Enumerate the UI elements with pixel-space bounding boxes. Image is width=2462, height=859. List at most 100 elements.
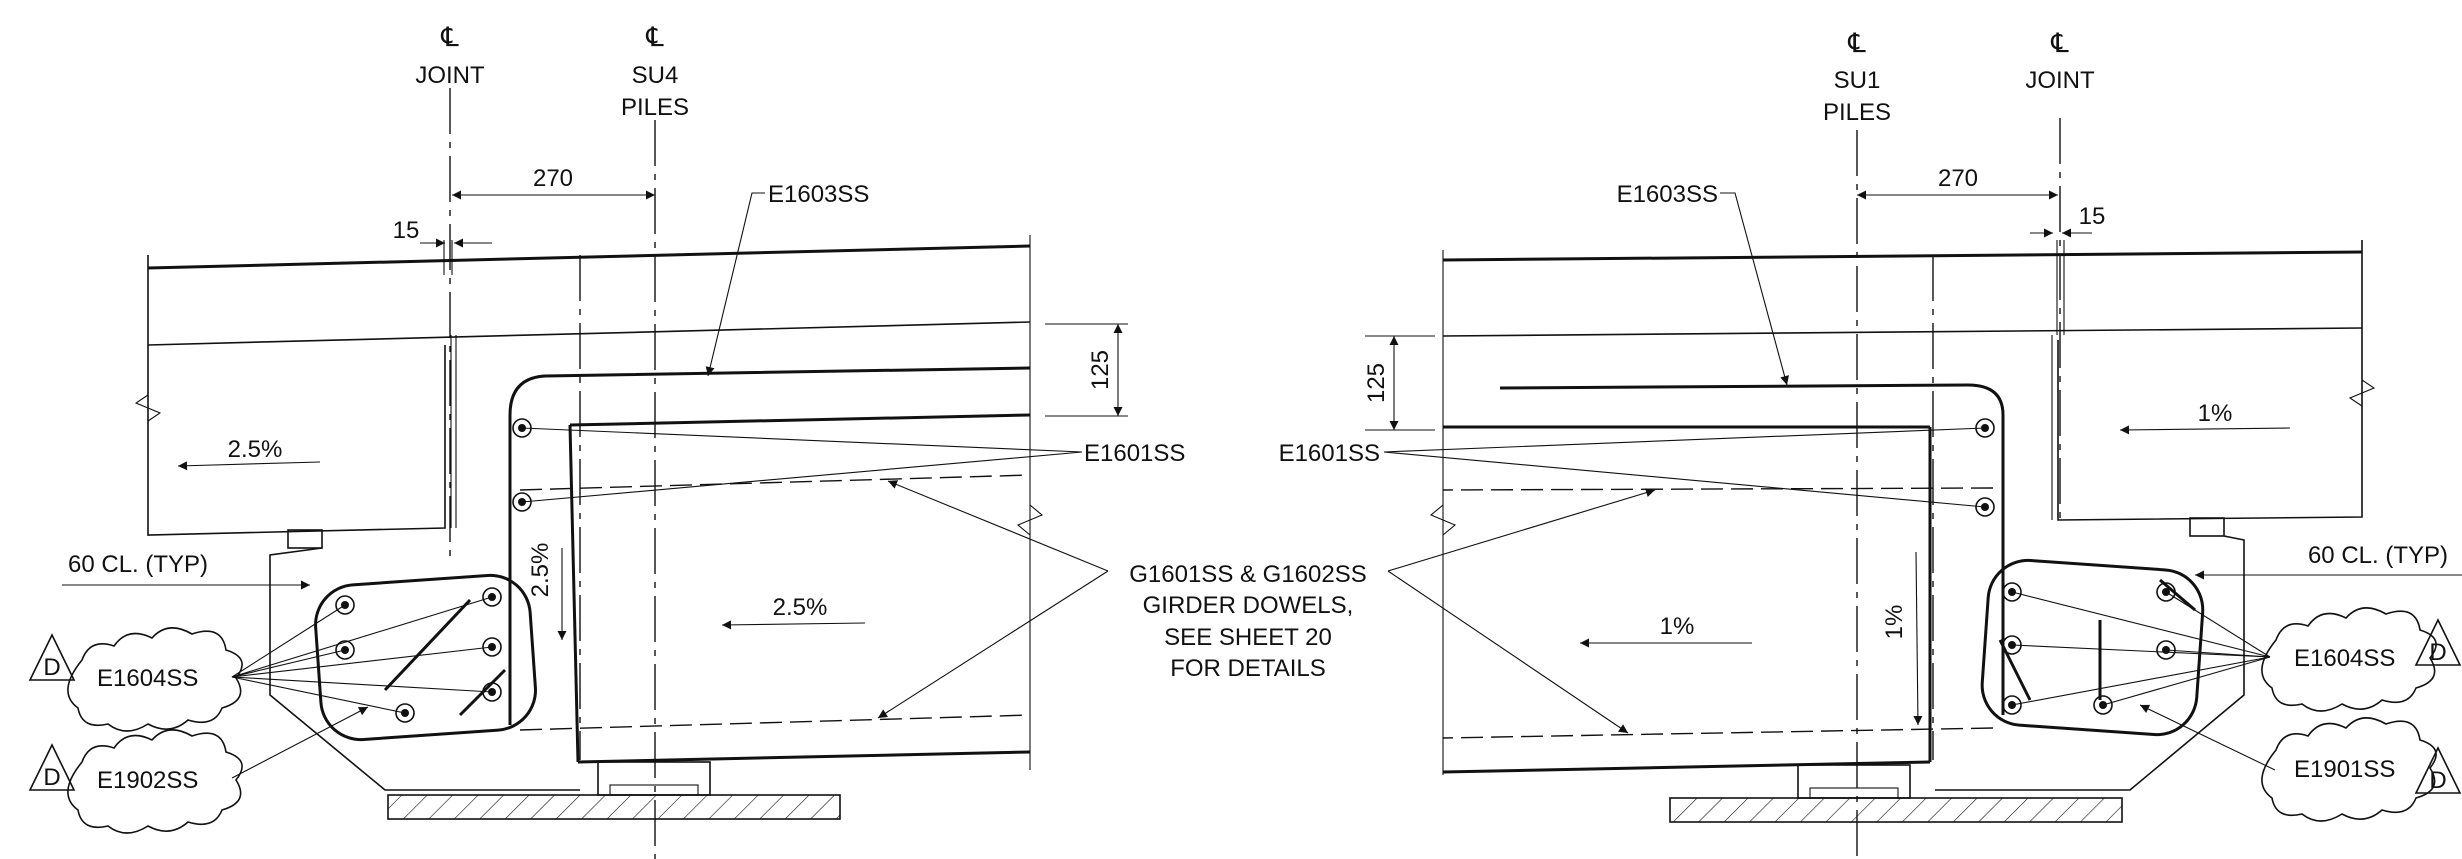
left-e1603-label: E1603SS — [768, 181, 869, 208]
left-cl-piles-line2: PILES — [621, 94, 689, 121]
left-rebar-hook-1 — [383, 598, 472, 692]
right-break-symbol-2 — [2348, 379, 2376, 407]
right-deck-soffit — [1442, 327, 2363, 337]
left-girder-bottom — [577, 750, 1031, 764]
left-deck-soffit — [147, 321, 1031, 346]
right-diaphragm-outline — [1499, 383, 2005, 715]
right-leader-e1601-b — [1383, 451, 1986, 508]
right-rev-triangle-1 — [2414, 618, 2462, 666]
girder-dowel-note: G1601SS & G1602SS GIRDER DOWELS, SEE SHE… — [1129, 561, 1367, 682]
left-leader-dowel-top — [887, 480, 1109, 572]
right-e1604-label: E1604SS — [2294, 645, 2395, 672]
right-deck-top — [1442, 250, 2363, 262]
right-dowel-dash-bot — [1442, 727, 1994, 739]
left-girder-top — [569, 413, 1031, 427]
left-bearing — [597, 761, 711, 796]
right-cl-joint-symbol: ℄ — [2050, 28, 2069, 58]
left-leader-dowel-bot — [877, 570, 1109, 719]
left-dim-15-text: 15 — [393, 217, 420, 244]
left-slope-deck-arrow — [177, 461, 321, 471]
left-slope-vert-text: 2.5% — [527, 543, 554, 598]
right-girder-bottom — [1442, 760, 1931, 774]
left-cl-joint-symbol: ℄ — [440, 22, 459, 52]
left-slope-girder-text: 2.5% — [773, 594, 828, 621]
right-rev-tag-2: D — [2429, 767, 2446, 794]
left-cover-label: 60 CL. (TYP) — [68, 551, 208, 578]
right-e1603-label: E1603SS — [1617, 181, 1718, 208]
right-leader-dowel-bot — [1387, 570, 1629, 734]
left-slope-girder-arrow — [721, 620, 866, 630]
note-line-2: GIRDER DOWELS, — [1143, 592, 1354, 619]
left-girder-end — [568, 424, 580, 763]
right-cl-joint-label: JOINT — [2025, 67, 2095, 94]
left-sole-plate — [387, 794, 841, 820]
left-leader-e1601-a — [521, 427, 1083, 453]
right-rev-triangle-2 — [2414, 746, 2462, 794]
left-cl-joint-label: JOINT — [415, 62, 485, 89]
left-leader-e1604 — [231, 596, 493, 714]
right-rebar-hook-3 — [2159, 578, 2196, 612]
right-break-symbol — [1429, 504, 1457, 536]
left-rebar-bars — [335, 418, 532, 723]
right-bearing — [1797, 764, 1911, 799]
left-break-symbol — [1016, 504, 1044, 536]
left-bearing-plate — [609, 784, 699, 796]
left-e1604-label: E1604SS — [97, 665, 198, 692]
right-slope-deck-arrow — [2119, 425, 2291, 435]
note-line-1: G1601SS & G1602SS — [1129, 561, 1367, 588]
right-dowel-dash-top — [1442, 487, 1994, 491]
left-leader-e1603 — [705, 192, 765, 377]
right-labels: ℄ SU1 PILES ℄ JOINT 270 15 125 1% 1% 1% … — [1279, 28, 2448, 794]
right-leader-dowel-top — [1387, 488, 1656, 572]
left-dim-270-text: 270 — [533, 165, 573, 192]
right-dim-270-text: 270 — [1938, 165, 1978, 192]
left-labels: ℄ JOINT ℄ SU4 PILES 270 15 125 2.5% 2.5%… — [43, 22, 1185, 794]
left-dowel-dash-top — [519, 474, 1031, 491]
left-dim-125-text: 125 — [1087, 350, 1114, 390]
left-deck-top — [147, 244, 1031, 270]
right-detail — [1365, 118, 2462, 859]
right-approach-slab — [2057, 240, 2363, 521]
right-cl-piles-line1: SU1 — [1834, 67, 1881, 94]
right-rebar-hoop — [1980, 558, 2205, 737]
right-cloud-e1901 — [2261, 717, 2437, 822]
left-slope-deck-text: 2.5% — [228, 436, 283, 463]
right-dim-15-text: 15 — [2079, 203, 2106, 230]
right-rev-tag-1: D — [2429, 639, 2446, 666]
left-diaphragm-outline — [508, 366, 1031, 725]
right-cloud-e1604 — [2261, 607, 2437, 712]
right-bearing-pad — [2189, 517, 2225, 537]
right-slope-vert-text: 1% — [1881, 605, 1908, 640]
left-cl-piles-line1: SU4 — [632, 62, 679, 89]
left-approach-slab — [147, 255, 446, 536]
right-leader-e1604 — [2011, 591, 2271, 706]
right-cl-piles-symbol: ℄ — [1847, 28, 1866, 58]
left-cloud-e1604 — [67, 627, 243, 732]
note-line-3: SEE SHEET 20 — [1164, 624, 1332, 651]
left-cloud-e1902 — [67, 729, 243, 834]
left-break-symbol-2 — [134, 394, 162, 422]
left-rebar-hoop — [314, 573, 537, 742]
left-pilecap-outline — [269, 547, 580, 791]
left-dowel-dash-bot — [519, 714, 1031, 731]
left-rev-triangle-2 — [28, 743, 76, 791]
right-leader-e1603 — [1720, 192, 1789, 386]
left-cl-piles-symbol: ℄ — [645, 22, 664, 52]
right-leader-e1601-a — [1383, 427, 1986, 453]
left-rev-triangle-1 — [28, 633, 76, 681]
right-slope-deck-text: 1% — [2198, 400, 2233, 427]
right-slope-girder-text: 1% — [1660, 613, 1695, 640]
right-e1601-label: E1601SS — [1279, 440, 1380, 467]
right-bearing-plate — [1809, 787, 1899, 799]
right-pilecap-outline — [1935, 535, 2245, 791]
right-cl-piles-line2: PILES — [1823, 99, 1891, 126]
left-rev-tag-2: D — [43, 764, 60, 791]
right-cover-label: 60 CL. (TYP) — [2308, 542, 2448, 569]
left-leader-e1601-b — [521, 451, 1083, 503]
right-sole-plate — [1669, 797, 2123, 823]
note-line-4: FOR DETAILS — [1170, 655, 1326, 682]
right-e1901-label: E1901SS — [2294, 756, 2395, 783]
right-slope-vert-arrow — [1913, 551, 1923, 726]
left-bearing-pad — [287, 529, 323, 549]
